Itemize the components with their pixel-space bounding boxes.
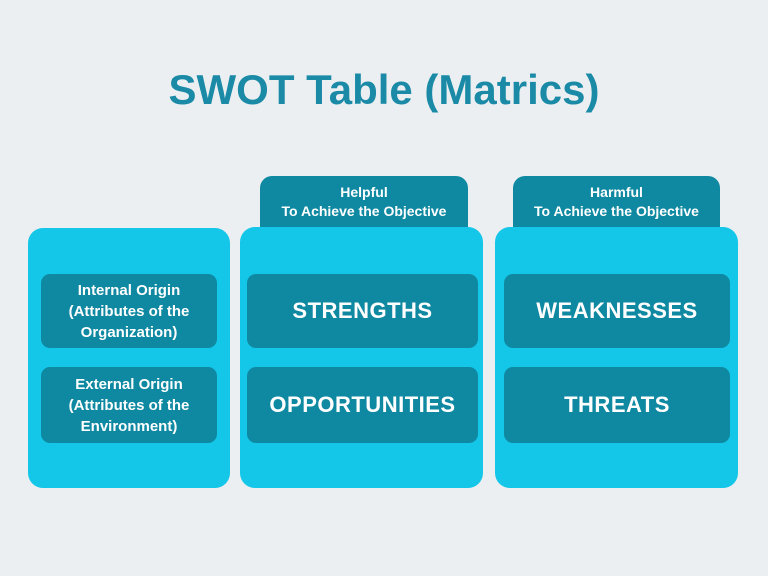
row-header-external-origin: External Origin (Attributes of the Envir… xyxy=(41,367,217,443)
row-header-external-line1: External Origin xyxy=(75,375,183,393)
cell-threats: THREATS xyxy=(504,367,730,443)
row-header-internal-origin: Internal Origin (Attributes of the Organ… xyxy=(41,274,217,348)
helpful-column-panel xyxy=(240,227,483,488)
cell-strengths: STRENGTHS xyxy=(247,274,478,348)
column-header-helpful-line1: Helpful xyxy=(340,184,388,200)
column-header-harmful-line2: To Achieve the Objective xyxy=(534,203,699,219)
row-header-internal-line1: Internal Origin xyxy=(77,281,181,299)
harmful-column-panel xyxy=(495,227,738,488)
page-title: SWOT Table (Matrics) xyxy=(168,66,600,113)
column-header-helpful-line2: To Achieve the Objective xyxy=(281,203,447,219)
origin-column-panel xyxy=(28,228,230,488)
cell-weaknesses: WEAKNESSES xyxy=(504,274,730,348)
row-header-internal-line2: (Attributes of the xyxy=(68,302,190,320)
column-header-harmful-line1: Harmful xyxy=(590,184,643,200)
row-header-internal-line3: Organization) xyxy=(80,323,178,341)
row-header-external-line2: (Attributes of the xyxy=(68,396,190,414)
row-header-external-line3: Environment) xyxy=(80,417,178,435)
cell-opportunities: OPPORTUNITIES xyxy=(247,367,478,443)
